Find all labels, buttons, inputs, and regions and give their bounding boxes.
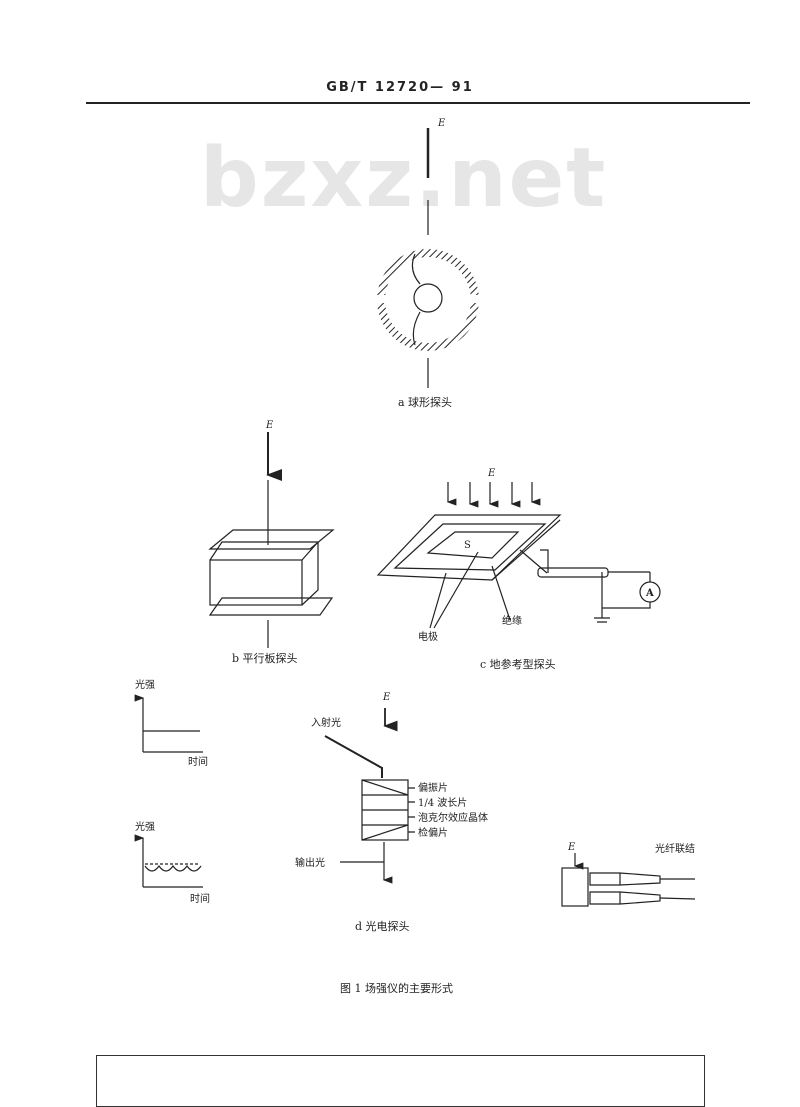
panel-d-caption: d 光电探头 xyxy=(355,919,410,933)
panel-b-parallel-plate-probe: E b 平行板探头 xyxy=(208,420,335,665)
panel-c-caption: c 地参考型探头 xyxy=(480,657,556,671)
fiber-optic-probe: E 光纤联结 xyxy=(561,842,696,907)
output-light-label: 输出光 xyxy=(295,856,325,869)
svg-text:1/4 波长片: 1/4 波长片 xyxy=(418,796,467,809)
svg-text:E: E xyxy=(265,420,274,431)
graph-modulated-light: 光强 时间 xyxy=(134,820,210,905)
bottom-frame xyxy=(96,1055,705,1107)
svg-text:A: A xyxy=(645,588,654,599)
graph-steady-light: 光强 时间 xyxy=(134,678,208,768)
svg-text:E: E xyxy=(487,468,496,479)
svg-text:光强: 光强 xyxy=(135,820,155,833)
header-rule xyxy=(86,102,750,104)
panel-a-caption: a 球形探头 xyxy=(398,395,452,409)
figure-caption: 图 1 场强仪的主要形式 xyxy=(340,981,453,995)
svg-text:时间: 时间 xyxy=(190,892,210,905)
svg-text:E: E xyxy=(382,692,391,703)
svg-text:时间: 时间 xyxy=(188,755,208,768)
field-label: E xyxy=(437,118,446,129)
watermark: bzxz.net xyxy=(200,131,608,226)
panel-b-caption: b 平行板探头 xyxy=(232,651,298,665)
fiber-label: 光纤联结 xyxy=(655,842,695,855)
svg-text:检偏片: 检偏片 xyxy=(418,826,448,839)
standard-number-header: GB/T 12720— 91 xyxy=(326,80,474,95)
panel-c-ground-reference-probe: E S A 电极 绝缘 c 地参考型探头 xyxy=(376,468,661,671)
panel-a-spherical-probe: E a 球形探头 xyxy=(370,118,488,409)
svg-text:偏振片: 偏振片 xyxy=(418,781,448,794)
panel-d-photoelectric-probe: E 入射光 偏振片 1/4 波长片 泡克尔效应晶体 检偏片 输出光 d 光电探头 xyxy=(295,692,488,933)
svg-text:S: S xyxy=(464,540,471,551)
svg-text:E: E xyxy=(567,842,576,853)
svg-text:光强: 光强 xyxy=(135,678,155,691)
insulation-label: 绝缘 xyxy=(502,614,522,627)
electrode-label: 电极 xyxy=(418,630,438,643)
svg-text:泡克尔效应晶体: 泡克尔效应晶体 xyxy=(418,811,488,824)
incident-light-label: 入射光 xyxy=(311,716,341,729)
